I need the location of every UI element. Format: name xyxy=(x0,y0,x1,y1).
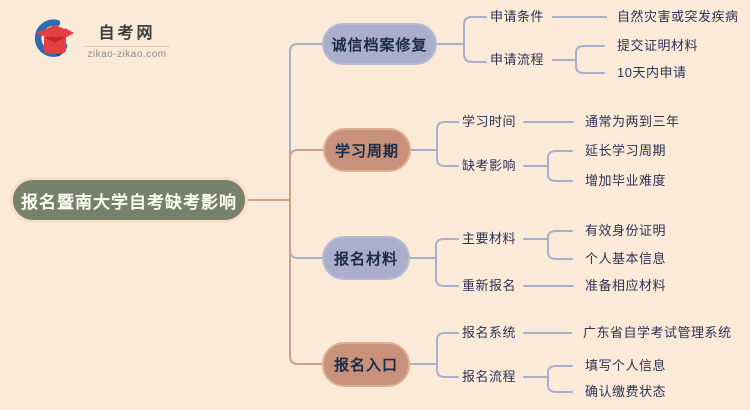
connector-b1c2-bracket xyxy=(575,45,605,74)
logo-title: 自考网 xyxy=(98,24,156,42)
logo-divider xyxy=(84,45,170,47)
detail-prepare-materials: 准备相应材料 xyxy=(585,278,667,293)
subtopic-absence-impact: 缺考影响 xyxy=(462,158,517,173)
connector-branch3-bracket xyxy=(435,238,459,287)
subtopic-registration-process: 报名流程 xyxy=(462,369,517,384)
root-topic-node: 报名暨南大学自考缺考影响 xyxy=(10,177,248,223)
connector-root-branch4 xyxy=(289,199,323,365)
subtopic-registration-system: 报名系统 xyxy=(462,325,517,340)
connector-b3c1-bracket xyxy=(547,230,573,260)
branch-registration-materials: 报名材料 xyxy=(322,236,410,280)
branch-credit-archive-repair: 诚信档案修复 xyxy=(322,23,437,65)
site-logo: 自考网 zikao-zikao.com xyxy=(26,16,170,62)
detail-apply-within-10-days: 10天内申请 xyxy=(617,65,687,80)
detail-confirm-payment-status: 确认缴费状态 xyxy=(585,384,667,399)
detail-fill-personal-info: 填写个人信息 xyxy=(585,358,667,373)
subtopic-application-process: 申请流程 xyxy=(490,52,545,67)
connector-b4c2-bracket xyxy=(547,365,573,393)
connector-branch1-bracket xyxy=(463,16,487,63)
detail-natural-disaster: 自然灾害或突发疾病 xyxy=(617,9,739,24)
subtopic-study-time: 学习时间 xyxy=(462,114,517,129)
detail-extend-study-cycle: 延长学习周期 xyxy=(585,143,667,158)
subtopic-re-registration: 重新报名 xyxy=(462,278,517,293)
detail-valid-id: 有效身份证明 xyxy=(585,223,667,238)
connector-root-branch2 xyxy=(289,149,324,201)
subtopic-main-materials: 主要材料 xyxy=(462,231,517,246)
connector-b2c2-bracket xyxy=(547,150,573,182)
detail-two-to-three-years: 通常为两到三年 xyxy=(585,114,680,129)
detail-personal-info: 个人基本信息 xyxy=(585,251,667,266)
detail-guangdong-exam-system: 广东省自学考试管理系统 xyxy=(583,325,732,340)
logo-url: zikao-zikao.com xyxy=(87,48,167,60)
connector-root-branch3 xyxy=(289,199,323,259)
branch-study-cycle: 学习周期 xyxy=(323,128,411,172)
graduation-cap-icon xyxy=(34,19,74,57)
branch-registration-entrance: 报名入口 xyxy=(322,342,410,387)
connector-branch4-bracket xyxy=(436,332,459,378)
detail-submit-proof: 提交证明材料 xyxy=(617,38,699,53)
subtopic-application-conditions: 申请条件 xyxy=(490,9,545,24)
connector-branch2-bracket xyxy=(436,121,459,167)
logo-text-block: 自考网 zikao-zikao.com xyxy=(84,19,170,60)
connector-root-branch1 xyxy=(289,43,323,201)
detail-increase-graduation-difficulty: 增加毕业难度 xyxy=(585,173,667,188)
